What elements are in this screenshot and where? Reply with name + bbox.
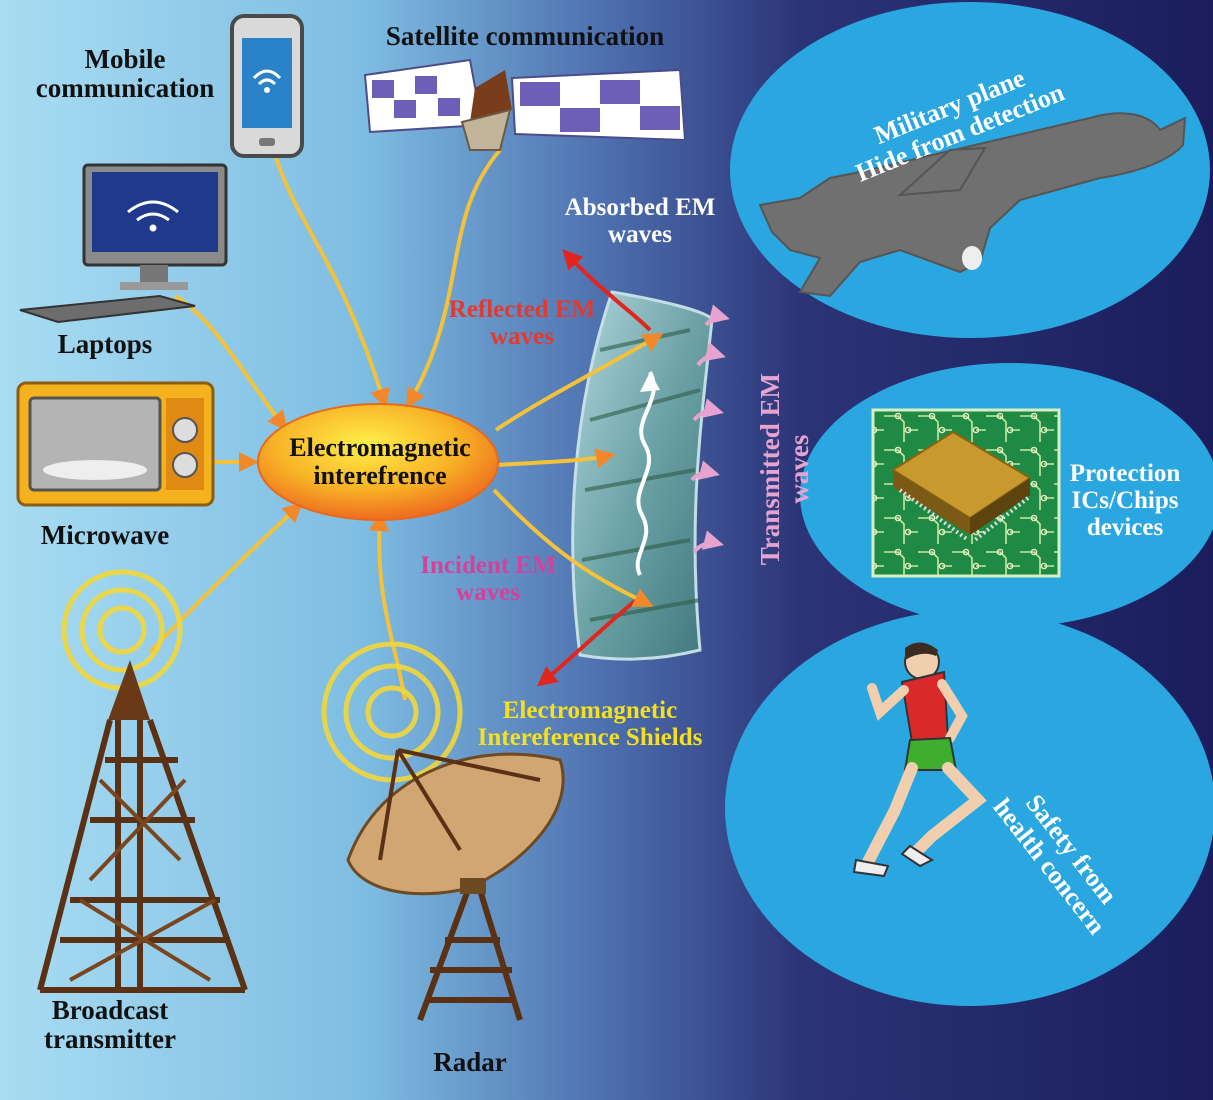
laptops-label: Laptops (57, 329, 153, 359)
transmitted-arrows (690, 304, 730, 554)
satellite-label: Satellite communication (385, 21, 665, 51)
source-connectors (148, 148, 664, 701)
microwave-icon (16, 381, 215, 507)
center-ellipse (257, 403, 499, 521)
runner-icon (852, 642, 987, 878)
phone-icon (230, 14, 304, 158)
microwave-label: Microwave (40, 520, 170, 550)
satellite-icon (363, 58, 687, 151)
tower-icon (37, 569, 248, 993)
radar-dish-icon (321, 641, 565, 1022)
shield-film-icon (571, 290, 714, 661)
plane-icon (758, 112, 1187, 298)
laptop-icon (19, 163, 228, 324)
chip-icon (871, 408, 1061, 578)
radar-label: Radar (433, 1047, 507, 1077)
reflected-arrow-bottom (536, 598, 638, 687)
absorbed-arrow (562, 249, 652, 332)
